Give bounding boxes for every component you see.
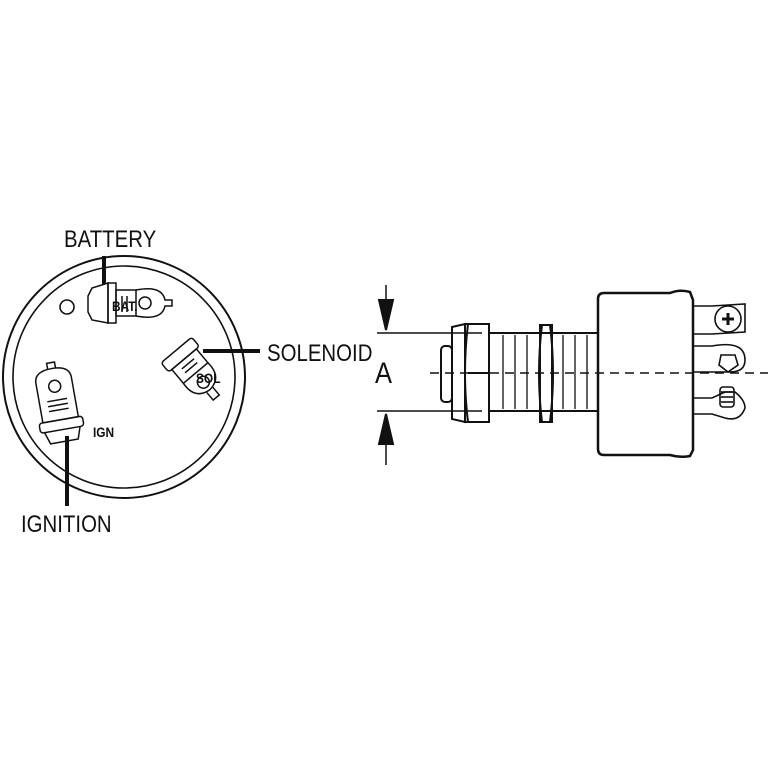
bat-terminal-mark: BAT. [112,298,138,314]
mounting-hole [59,299,75,315]
solenoid-terminal [161,337,221,402]
dimension-arrow-up [377,413,395,445]
sol-terminal-mark: SOL [196,370,221,386]
battery-label: BATTERY [64,226,157,253]
ignition-label: IGNITION [21,511,112,538]
dimension-a-label: A [375,357,393,390]
ignition-terminal [34,361,85,445]
switch-inner-face [12,265,236,489]
dimension-arrow-down [377,299,395,331]
battery-terminal [87,281,173,324]
switch-outer-rim [2,255,246,499]
threaded-shaft [488,332,599,412]
washer-nut [538,324,554,423]
screw-terminals [693,303,746,420]
solenoid-label: SOLENOID [267,340,373,367]
front-view [2,255,260,506]
ign-terminal-mark: IGN [93,424,115,440]
push-button [440,345,453,403]
thread-lines [502,335,588,409]
side-view [377,285,768,465]
hex-nut [464,323,490,423]
switch-body [596,289,695,459]
